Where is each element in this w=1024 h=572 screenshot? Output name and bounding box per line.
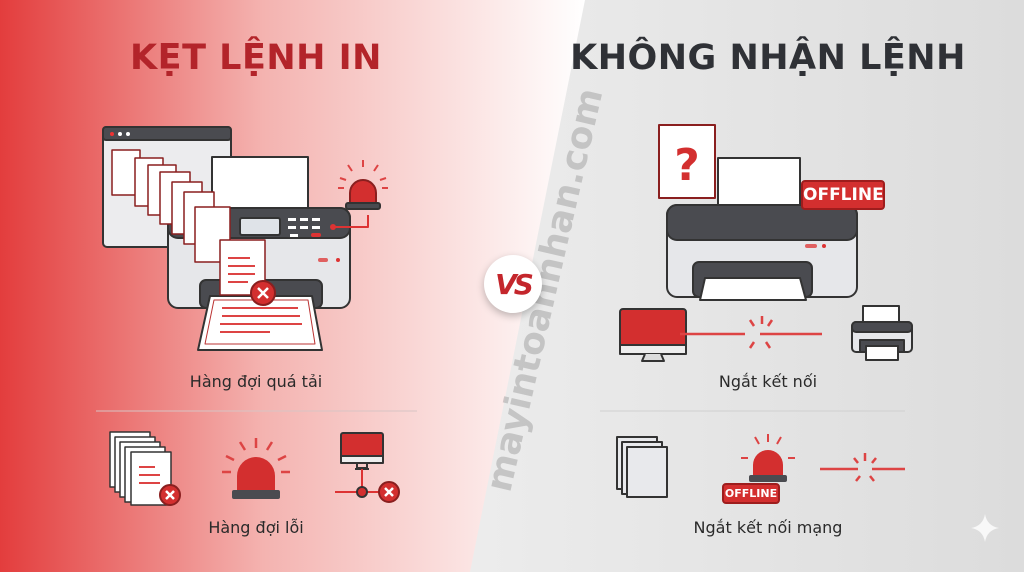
right-main-caption: Ngắt kết nối — [718, 372, 818, 391]
small-printer-icon — [851, 305, 913, 361]
left-title: KẸT LỆNH IN — [130, 38, 382, 78]
sparkle-icon — [971, 514, 999, 542]
broken-link-icon — [680, 316, 822, 349]
printer-icon — [666, 157, 858, 301]
alarm-siren-icon — [222, 438, 290, 499]
left-main-caption: Hàng đợi quá tải — [189, 372, 323, 391]
alarm-siren-icon — [333, 160, 388, 228]
alarm-siren-icon — [741, 434, 795, 482]
left-sub-caption: Hàng đợi lỗi — [208, 518, 304, 537]
document-stack-icon — [109, 431, 172, 506]
offline-badge-small: OFFLINE — [722, 483, 780, 504]
svg-text:?: ? — [674, 140, 700, 191]
error-x-icon — [250, 280, 276, 306]
documents-icon — [616, 436, 668, 498]
question-document-icon: ? — [658, 124, 716, 199]
offline-badge: OFFLINE — [801, 180, 885, 210]
network-monitor-icon — [335, 432, 400, 503]
vs-badge: VS — [484, 255, 542, 313]
error-x-icon — [159, 484, 181, 506]
broken-link-icon — [820, 453, 905, 482]
monitor-icon — [619, 308, 687, 362]
right-sub-caption: Ngắt kết nối mạng — [693, 518, 843, 537]
right-title: KHÔNG NHẬN LỆNH — [570, 38, 966, 78]
